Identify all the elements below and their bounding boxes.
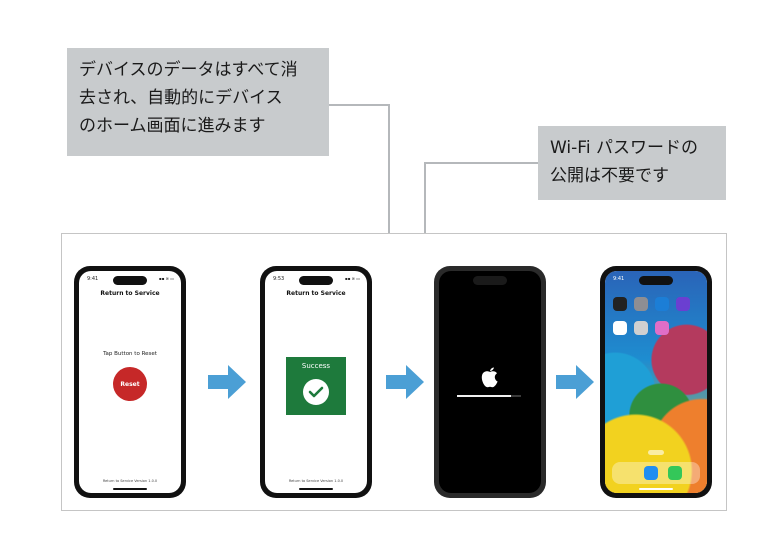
callout-leader-line [424,162,538,164]
phone-home-screen: 9:41 [600,266,712,498]
success-card: Success [286,357,346,415]
callout-line: Wi-Fi パスワードの [550,138,698,158]
boot-progress-fill [457,395,512,397]
status-time: 9:41 [87,276,99,282]
status-icons: ▪▪ ≋ ▭ [344,276,360,281]
dynamic-island [473,276,507,285]
files-app-icon[interactable] [655,297,669,311]
reset-instruction: Tap Button to Reset [103,351,157,357]
arrow-right-icon [208,365,246,399]
callout-leader-line [388,104,390,234]
home-dock [612,462,700,484]
reset-button[interactable]: Reset [113,367,147,401]
callout-leader-line [424,162,426,234]
app-footer: Return to Service Version 1.0.0 [288,479,344,483]
messages-app-icon[interactable] [668,466,682,480]
apple-logo-icon [481,367,498,388]
phone-screen [439,271,541,493]
home-indicator [639,488,673,490]
phone-screen: 9:41 ▪▪ ≋ ▭ Return to Service Tap Button… [79,271,181,493]
success-label: Success [301,362,331,370]
phone-success-screen: 9:53 ▪▪ ≋ ▭ Return to Service Success Re… [260,266,372,498]
wifi-password-callout: Wi-Fi パスワードの 公開は不要です [538,126,726,200]
page-indicator-pill [648,450,664,455]
app-title: Return to Service [100,290,160,297]
callout-line: デバイスのデータはすべて消 [79,60,298,80]
safari-app-icon[interactable] [644,466,658,480]
callout-leader-line [329,104,390,106]
arrow-right-icon [556,365,594,399]
status-time: 9:41 [613,276,625,282]
clock-app-icon[interactable] [613,297,627,311]
notes-app-icon[interactable] [655,321,669,335]
home-indicator [113,488,147,490]
app-icon-row [613,321,669,335]
callout-line: のホーム画面に進みます [79,116,266,136]
boot-progress-bar [457,395,521,397]
dynamic-island [299,276,333,285]
phone-reset-screen: 9:41 ▪▪ ≋ ▭ Return to Service Tap Button… [74,266,186,498]
home-indicator [299,488,333,490]
settings-app-icon[interactable] [634,297,648,311]
callout-line: 去され、自動的にデバイス [79,88,283,108]
phone-boot-screen [434,266,546,498]
phone-screen: 9:53 ▪▪ ≋ ▭ Return to Service Success Re… [265,271,367,493]
shortcuts-app-icon[interactable] [676,297,690,311]
status-time: 9:53 [273,276,285,282]
app-footer: Return to Service Version 1.0.0 [102,479,158,483]
status-icons: ▪▪ ≋ ▭ [158,276,174,281]
checkmark-icon [303,379,329,405]
app-icon-row [613,297,690,311]
phone-screen: 9:41 [605,271,707,493]
dynamic-island [113,276,147,285]
dynamic-island [639,276,673,285]
contacts-app-icon[interactable] [634,321,648,335]
photos-app-icon[interactable] [613,321,627,335]
app-title: Return to Service [286,290,346,297]
arrow-right-icon [386,365,424,399]
callout-line: 公開は不要です [550,166,669,186]
data-wipe-callout: デバイスのデータはすべて消 去され、自動的にデバイス のホーム画面に進みます [67,48,329,156]
